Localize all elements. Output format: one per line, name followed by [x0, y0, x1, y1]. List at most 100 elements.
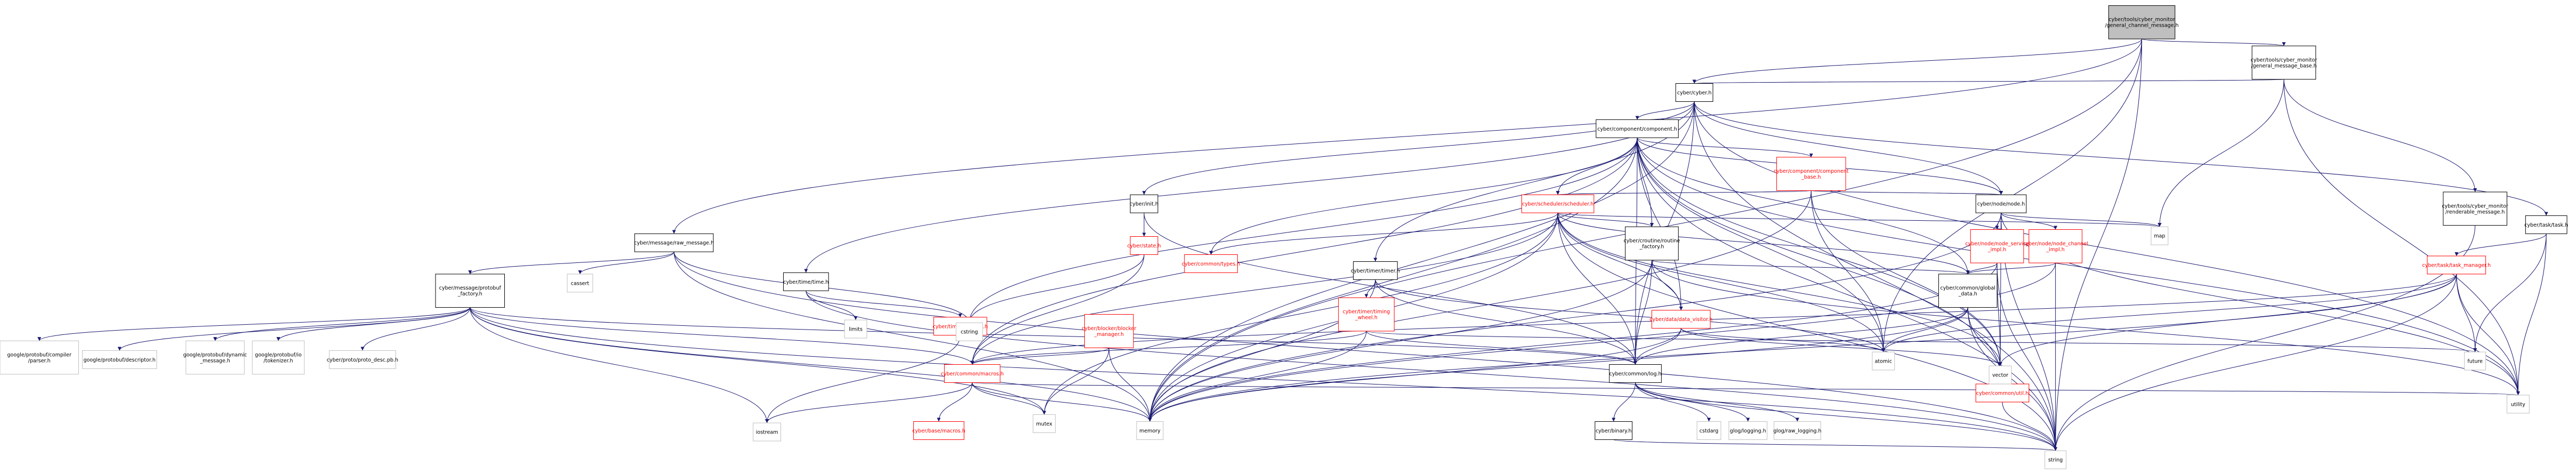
node-binary-h[interactable]: cyber/binary.h — [1595, 421, 1633, 440]
edge-task-mgr-to-macros — [970, 274, 2457, 365]
edge-gmb-to-cyber-h — [1693, 79, 2284, 84]
node-cstring: cstring — [955, 322, 983, 341]
node-node-channel[interactable]: cyber/node/node_channel_impl.h — [2023, 229, 2088, 263]
node-box — [1033, 414, 1056, 433]
node-label: google/protobuf/dynamic — [183, 352, 247, 358]
node-timer-h[interactable]: cyber/timer/timer.h — [1351, 261, 1400, 280]
node-box — [944, 364, 1001, 383]
node-glog-logging: glog/logging.h — [1728, 421, 1768, 440]
node-component[interactable]: cyber/component/component.h — [1596, 119, 1679, 138]
edge-sched-to-types-h — [1209, 212, 1558, 255]
node-tokenizer: google/protobuf/io/tokenizer.h — [252, 340, 305, 375]
edge-renderable-to-string — [2054, 225, 2476, 451]
edge-sched-to-map — [1557, 212, 2161, 227]
node-box — [82, 350, 157, 369]
edge-sched-to-macros — [970, 213, 1558, 365]
node-label: vector — [1992, 373, 2008, 379]
node-label: /parser.h — [28, 358, 51, 364]
node-task-h[interactable]: cyber/task/task.h — [2524, 215, 2568, 234]
node-box — [2427, 255, 2486, 275]
node-box — [1353, 261, 1398, 280]
node-init-h[interactable]: cyber/init.h — [1130, 194, 1158, 213]
node-box — [1872, 351, 1895, 371]
node-protobuf-factory[interactable]: cyber/message/protobuf_factory.h — [435, 274, 505, 308]
edge-protobuf-factory-to-dynamic-message — [213, 307, 471, 341]
edge-timer-h-to-log-h — [1375, 279, 1638, 365]
edge-timing-wheel-to-log-h — [1366, 331, 1637, 365]
edge-protobuf-factory-to-memory — [470, 307, 1152, 422]
node-atomic: atomic — [1872, 351, 1895, 371]
node-time-h[interactable]: cyber/time/time.h — [783, 272, 829, 291]
node-routine[interactable]: cyber/croutine/routine_factory.h — [1624, 226, 1680, 261]
edge-root-to-string — [2054, 39, 2143, 451]
node-box — [329, 350, 396, 369]
node-label: cyber/node/node_service — [1965, 241, 2028, 247]
edge-component-to-utility — [1637, 138, 2520, 395]
node-sched[interactable]: cyber/scheduler/scheduler.h — [1521, 194, 1595, 213]
node-util-h[interactable]: cyber/common/util.h — [1975, 383, 2030, 403]
node-label: /general_channel_message.h — [2105, 23, 2178, 29]
edge-data-visitor-to-vector — [1680, 328, 2002, 366]
node-box — [1774, 421, 1821, 440]
node-box — [955, 322, 983, 341]
node-box — [2443, 191, 2507, 226]
node-raw-message[interactable]: cyber/message/raw_message.h — [634, 233, 714, 252]
node-memory: memory — [1136, 421, 1164, 440]
node-node-h[interactable]: cyber/node/node.h — [1975, 194, 2027, 213]
node-log-h[interactable]: cyber/common/log.h — [1609, 364, 1662, 383]
node-types-h[interactable]: cyber/common/types.h — [1182, 254, 1241, 273]
edge-protobuf-factory-to-string — [470, 307, 2057, 451]
node-box — [1521, 194, 1595, 213]
edge-routine-to-memory — [1148, 260, 1652, 422]
edge-task-h-to-future — [2473, 234, 2547, 352]
node-compiler-parser: google/protobuf/compiler/parser.h — [0, 340, 79, 375]
edge-timing-wheel-to-macros — [970, 331, 1367, 365]
node-timing-wheel[interactable]: cyber/timer/timing_wheel.h — [1338, 297, 1395, 332]
edge-macros-to-iostream — [765, 382, 973, 423]
node-label: cyber/common/macros.h — [941, 371, 1004, 377]
node-data-visitor[interactable]: cyber/data/data_visitor.h — [1649, 310, 1712, 329]
edge-component-to-global-data — [1637, 138, 1970, 274]
node-box — [0, 340, 79, 375]
edge-blocker-to-mutex — [1042, 348, 1109, 415]
edge-component-to-vector — [1637, 138, 2002, 366]
edge-routine-to-data-visitor — [1651, 260, 1683, 310]
edge-node-service-to-string — [1997, 263, 2058, 451]
node-root[interactable]: cyber/tools/cyber_monitor/general_channe… — [2105, 5, 2179, 39]
node-global-data[interactable]: cyber/common/global_data.h — [1938, 274, 1998, 308]
node-box — [2044, 450, 2067, 469]
edge-cyber-h-to-utility — [1694, 101, 2520, 395]
node-macros[interactable]: cyber/common/macros.h — [941, 364, 1004, 383]
node-state-h[interactable]: cyber/state.h — [1128, 236, 1161, 255]
edge-task-mgr-to-string — [2054, 274, 2457, 451]
edge-root-to-raw-message — [672, 39, 2143, 234]
node-label: cyber/croutine/routine — [1624, 238, 1680, 244]
edge-log-h-to-string — [1635, 382, 2058, 451]
node-label: map — [2154, 234, 2165, 239]
edge-task-mgr-to-memory — [1148, 274, 2457, 422]
node-string: string — [2044, 450, 2067, 469]
edge-protobuf-factory-to-log-h — [470, 307, 1637, 365]
edge-cyber-h-to-init-h — [1142, 101, 1695, 195]
node-blocker[interactable]: cyber/blocker/blocker_manager.h — [1082, 314, 1136, 348]
edge-global-data-to-log-h — [1633, 307, 1968, 365]
edge-protobuf-factory-to-macros — [470, 307, 975, 365]
node-comp-base[interactable]: cyber/component/component_base.h — [1774, 157, 1849, 191]
node-box — [2525, 215, 2567, 234]
node-label: /general_message_base.h — [2251, 63, 2316, 69]
edge-node-channel-to-memory — [1148, 263, 2056, 422]
edge-macros-to-base-macros — [937, 382, 973, 422]
node-renderable[interactable]: cyber/tools/cyber_monitor/renderable_mes… — [2442, 191, 2508, 226]
edge-raw-message-to-cassert — [578, 252, 674, 275]
edge-component-to-sched — [1556, 138, 1638, 195]
edge-component-to-atomic — [1637, 138, 1886, 352]
node-base-macros[interactable]: cyber/base/macros.h — [912, 421, 965, 440]
node-node-service[interactable]: cyber/node/node_service_impl.h — [1965, 229, 2029, 263]
node-task-mgr[interactable]: cyber/task/task_manager.h — [2422, 255, 2491, 275]
node-cyber-h[interactable]: cyber/cyber.h — [1675, 83, 1713, 102]
node-box — [753, 422, 782, 442]
node-gmb[interactable]: cyber/tools/cyber_monitor/general_messag… — [2251, 45, 2317, 80]
node-label: cyber/task/task_manager.h — [2422, 262, 2491, 268]
edge-node-h-to-memory — [1148, 213, 2002, 422]
edge-component-to-macros — [970, 138, 1638, 365]
